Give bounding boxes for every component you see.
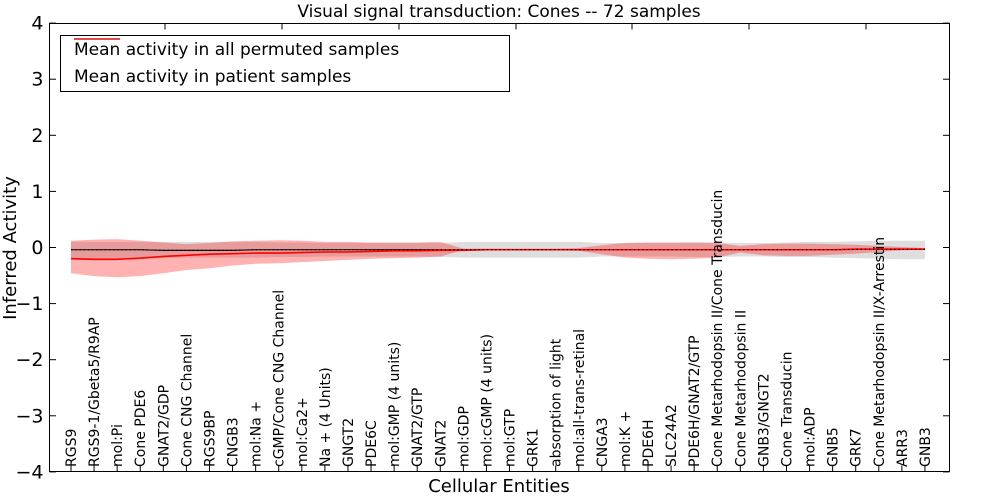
y-tick-label: −4 (15, 461, 43, 483)
x-tick-label: ARR3 (895, 429, 911, 467)
x-axis-label: Cellular Entities (428, 476, 570, 497)
x-tick-label: GNAT2/GTP (410, 388, 426, 467)
x-tick-label: mol:all-trans-retinal (572, 329, 588, 467)
x-tick-label: CNGB3 (226, 417, 242, 467)
x-tick-label: PDE6C (364, 420, 380, 467)
legend-item-permuted-samples: Mean activity in all permuted samples (61, 37, 509, 63)
y-tick-label: −2 (15, 349, 43, 371)
x-tick-label: RGS9BP (202, 411, 218, 467)
x-tick-label: Cone CNG Channel (179, 334, 195, 467)
x-tick-label: Cone Metarhodopsin II/Cone Transducin (710, 190, 726, 467)
x-tick-label: mol:ADP (803, 407, 819, 467)
legend-label-patient: Mean activity in patient samples (74, 67, 352, 87)
y-tick-label: 2 (31, 125, 43, 147)
plot-generated-content: 4 3 2 1 0 −1 −2 −3 −4 RGS9 RGS9-1/Gbeta5/R9AP mol:P… (15, 13, 950, 483)
x-tick-label: SLC24A2 (664, 404, 680, 467)
legend-item-patient-samples: Mean activity in patient samples (61, 38, 509, 90)
x-tick-label: CNGA3 (595, 417, 611, 467)
x-tick-label: GNAT2 (433, 420, 449, 467)
x-tick-label: PDE6H (641, 419, 657, 467)
x-tick-label: Na + (4 Units) (318, 367, 334, 467)
legend-label-permuted: Mean activity in all permuted samples (74, 40, 400, 60)
band-patient (71, 239, 925, 278)
x-tick-label: mol:Pi (110, 424, 126, 467)
x-tick-label: GNB3/GNGT2 (756, 373, 772, 467)
x-tick-label: cGMP/Cone CNG Channel (272, 290, 288, 467)
y-axis-label: Inferred Activity (0, 176, 21, 320)
x-tick-label: Cone Metarhodopsin II (733, 310, 749, 467)
x-tick-label: PDE6H/GNAT2/GTP (687, 335, 703, 467)
series-line-1 (70, 248, 925, 261)
x-tick-label: GNAT2/GDP (156, 385, 172, 467)
chart-title: Visual signal transduction: Cones -- 72 … (297, 2, 700, 22)
x-tick-label: Cone Transducin (779, 352, 795, 468)
x-tick-label: mol:K + (618, 411, 634, 467)
x-tick-label: Cone PDE6 (133, 390, 149, 467)
y-tick-label: 0 (31, 237, 43, 259)
y-tick-label: 1 (31, 181, 43, 203)
x-tick-label: RGS9-1/Gbeta5/R9AP (87, 317, 103, 467)
x-tick-label: GNGT2 (341, 418, 357, 467)
y-tick-label: −1 (15, 293, 43, 315)
x-tick-label: mol:cGMP (4 units) (479, 334, 495, 467)
y-tick-label: −3 (15, 405, 43, 427)
x-tick-label: mol:Ca2+ (295, 397, 311, 467)
x-tick-label: mol:GDP (456, 406, 472, 467)
x-tick-label: mol:Na + (249, 401, 265, 467)
x-tick-label: absorption of light (549, 338, 565, 467)
x-tick-label: mol:GTP (503, 409, 519, 467)
x-tick-label: mol:GMP (4 units) (387, 342, 403, 467)
legend: Mean activity in all permuted samples Me… (60, 35, 510, 92)
y-tick-label: 4 (31, 13, 43, 35)
legend-line-patient-icon (74, 38, 120, 40)
x-tick-label: GRK7 (849, 428, 865, 467)
x-tick-label: GNB5 (826, 427, 842, 467)
x-tick-label: RGS9 (64, 429, 80, 467)
x-tick-label: GRK1 (526, 428, 542, 467)
y-tick-label: 3 (31, 69, 43, 91)
x-tick-label: GNB3 (918, 427, 934, 467)
x-tick-label: Cone Metarhodopsin II/X-Arrestin (872, 237, 888, 467)
